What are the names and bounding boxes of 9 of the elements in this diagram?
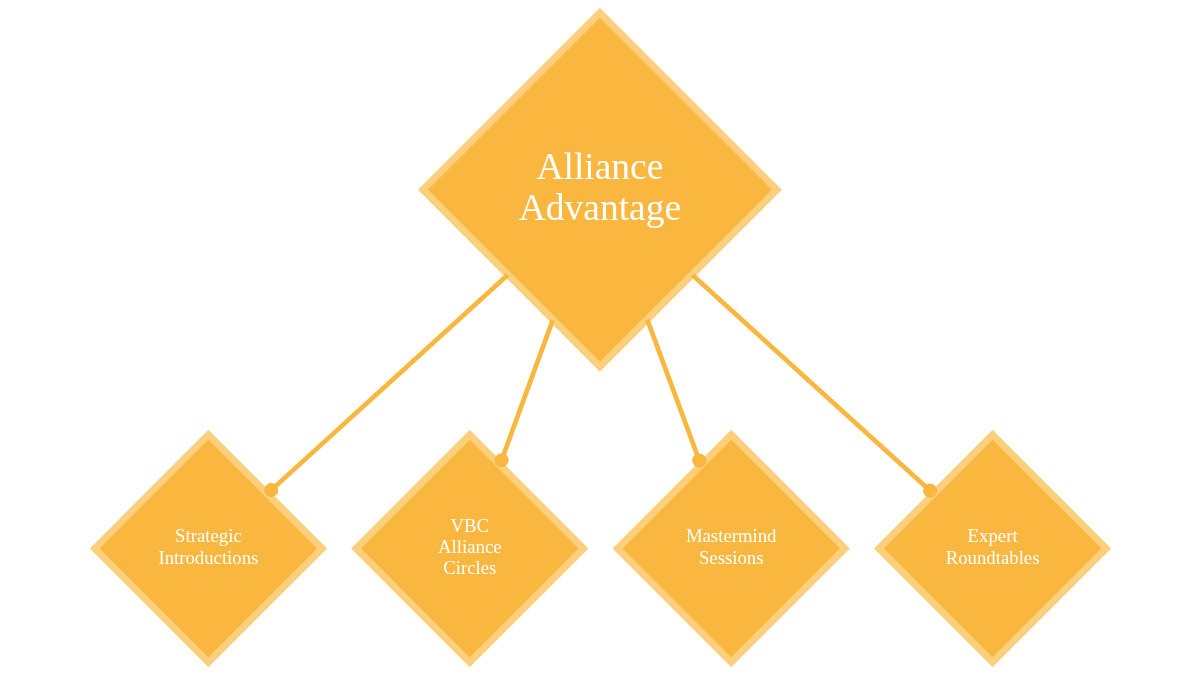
- connector: [644, 318, 706, 468]
- connector: [494, 319, 555, 468]
- node-diamond: Alliance Advantage: [417, 8, 782, 372]
- node-diamond: VBC Alliance Circles: [350, 429, 588, 667]
- connector: [263, 273, 509, 498]
- connector: [690, 273, 937, 498]
- node-diamond: Mastermind Sessions: [612, 429, 850, 667]
- node-diamond: Strategic Introductions: [89, 429, 327, 667]
- node-diamond: Expert Roundtables: [873, 429, 1111, 667]
